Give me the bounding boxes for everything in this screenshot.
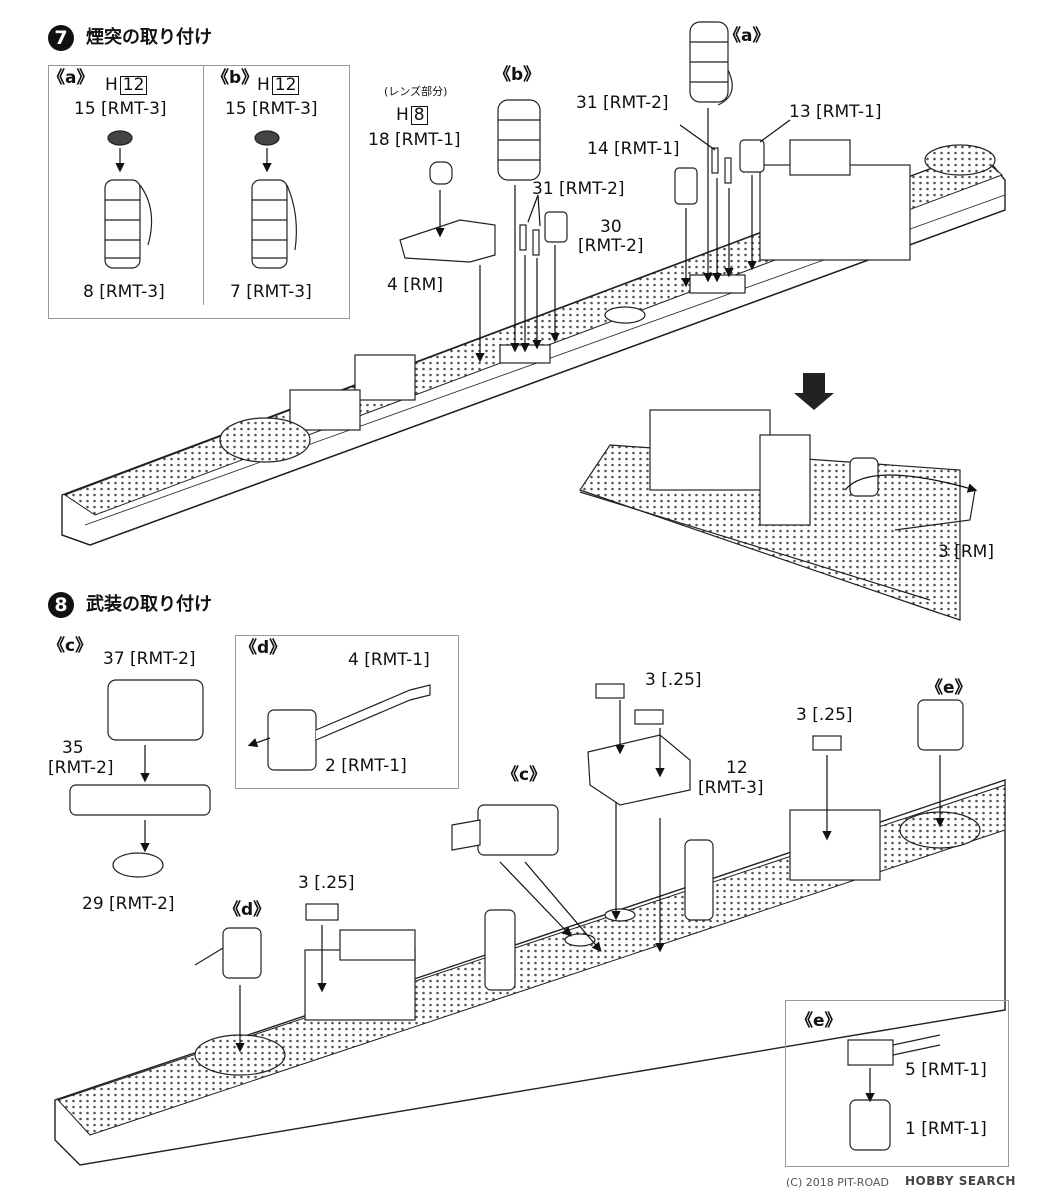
part-30-number: 30 [600, 217, 622, 237]
panel-a-tag: 《a》 [48, 68, 94, 88]
callout-c-tag: 《c》 [502, 765, 547, 785]
callout-d-tag: 《d》 [224, 900, 271, 920]
down-arrow-icon [794, 373, 834, 410]
part-30-code: [RMT-2] [578, 236, 644, 256]
part-29-label: 29 [RMT-2] [82, 894, 175, 914]
panel-c-tag: 《c》 [48, 636, 93, 656]
part-35-number: 35 [62, 738, 84, 758]
part-18-label: 18 [RMT-1] [368, 130, 461, 150]
step8-floating-parts [69, 679, 964, 1151]
copyright-text: (C) 2018 PIT-ROAD [786, 1176, 889, 1189]
panel-b-part-7: 7 [RMT-3] [230, 282, 312, 302]
step8-panel-d [235, 635, 459, 789]
part-12-number: 12 [726, 758, 748, 778]
part-35-code: [RMT-2] [48, 758, 114, 778]
label-25-mid: 3 [.25] [796, 705, 853, 725]
part-2-label: 2 [RMT-1] [325, 756, 407, 776]
lens-note: (レンズ部分) [384, 85, 448, 98]
step-7-number: 7 [48, 25, 74, 51]
step-7-title: 煙突の取り付け [86, 27, 212, 48]
callout-a-tag: 《a》 [724, 26, 770, 46]
part-31-b-label: 31 [RMT-2] [532, 179, 625, 199]
part-31-a-label: 31 [RMT-2] [576, 93, 669, 113]
step-8-title: 武装の取り付け [86, 594, 212, 615]
step8-superstructure [194, 809, 981, 1076]
label-25-left: 3 [.25] [298, 873, 355, 893]
label-25-top: 3 [.25] [645, 670, 702, 690]
part-4-rm-label: 4 [RM] [387, 275, 443, 295]
panel-a-part-8: 8 [RMT-3] [83, 282, 165, 302]
step7-panel-ab [48, 65, 350, 319]
panel-divider [203, 65, 204, 305]
part-14-label: 14 [RMT-1] [587, 139, 680, 159]
part-5-label: 5 [RMT-1] [905, 1060, 987, 1080]
part-4-rmt1-label: 4 [RMT-1] [348, 650, 430, 670]
step8-panel-e [785, 1000, 1009, 1167]
hobbysearch-logo: HOBBY SEARCH [905, 1174, 1016, 1188]
panel-d-tag: 《d》 [240, 638, 287, 658]
part-12-code: [RMT-3] [698, 778, 764, 798]
callout-b-tag: 《b》 [494, 65, 541, 85]
panel-a-part-15: 15 [RMT-3] [74, 99, 167, 119]
inset-arrow [844, 474, 978, 493]
panel-e-tag: 《e》 [796, 1011, 842, 1031]
step-8-number: 8 [48, 592, 74, 618]
panel-b-part-15: 15 [RMT-3] [225, 99, 318, 119]
step7-superstructure [219, 139, 996, 463]
part-37-label: 37 [RMT-2] [103, 649, 196, 669]
step7-floating-parts [399, 21, 765, 263]
panel-b-tag: 《b》 [212, 68, 259, 88]
part-13-label: 13 [RMT-1] [789, 102, 882, 122]
panel-ab-arrows [115, 148, 272, 173]
callout-e-tag: 《e》 [926, 678, 972, 698]
step7-arrows [435, 108, 791, 363]
step8-arrows [140, 700, 945, 1103]
step7-inset-detail [579, 409, 976, 621]
part-1-label: 1 [RMT-1] [905, 1119, 987, 1139]
funnel-parts-panel-ab [104, 130, 297, 269]
part-3-rm-label: 3 [RM] [938, 542, 994, 562]
